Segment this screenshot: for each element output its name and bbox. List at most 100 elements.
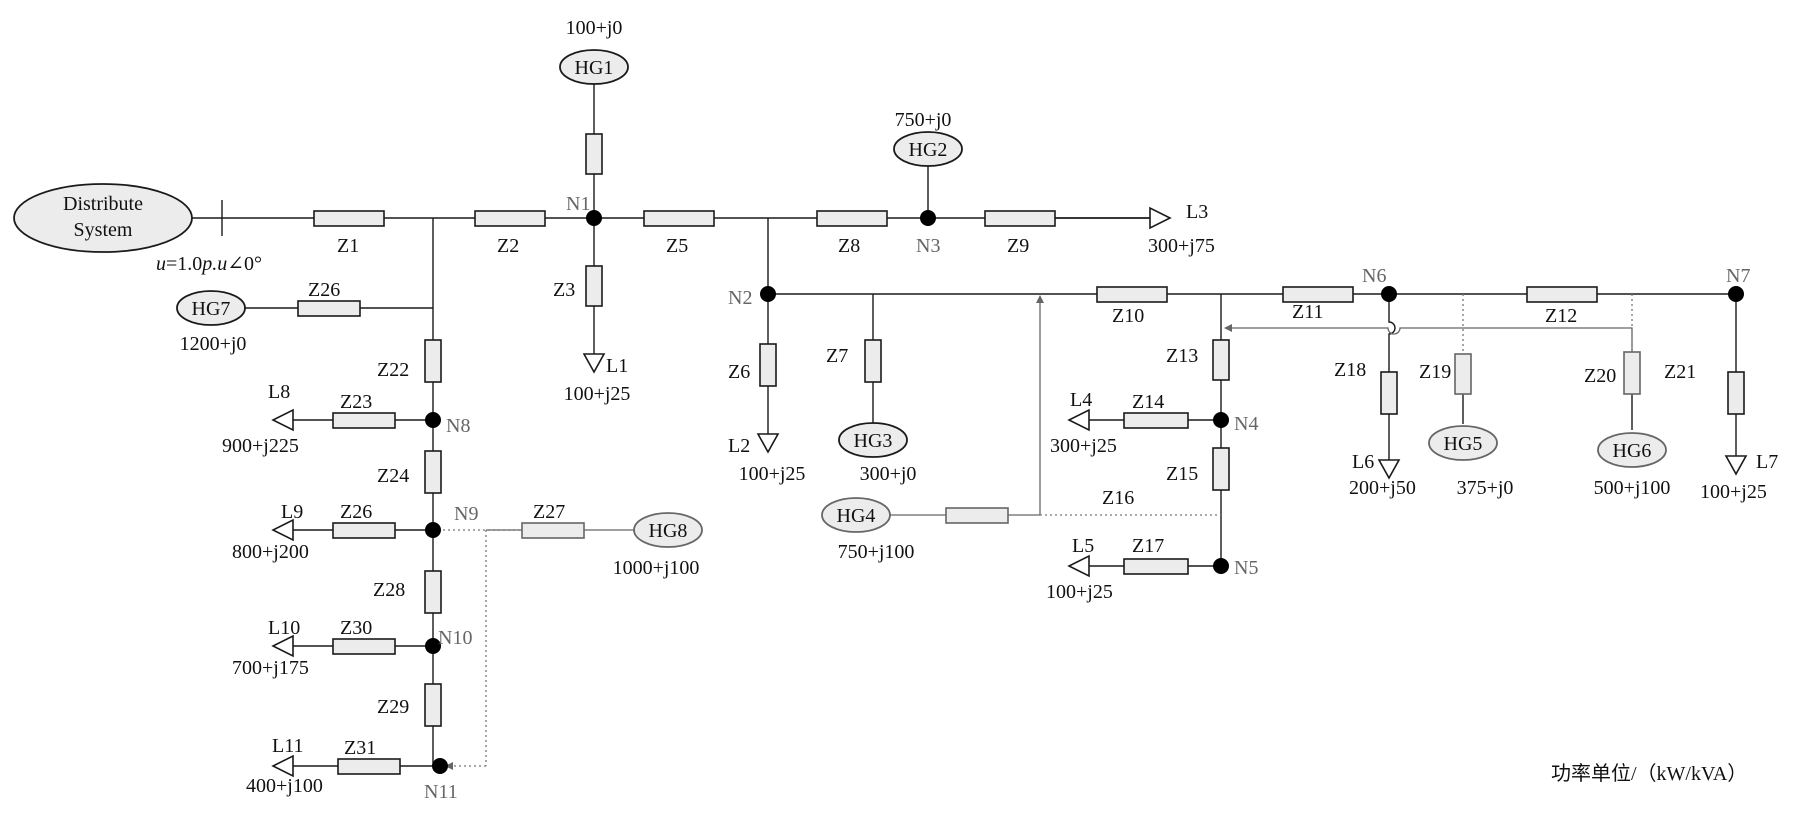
generator-label: HG4 <box>837 505 876 527</box>
impedance-boxes <box>297 133 1745 775</box>
impedance-z28 <box>424 570 442 614</box>
impedance-z15 <box>1212 447 1230 491</box>
impedance-label: Z30 <box>340 617 372 639</box>
impedance-z30 <box>332 638 396 655</box>
load-power: 300+j75 <box>1148 235 1215 257</box>
impedance-z3 <box>585 265 603 307</box>
load-power: 100+j25 <box>1046 581 1113 603</box>
node-n9 <box>425 522 441 538</box>
impedance-z8 <box>816 210 888 227</box>
impedance-label: Z22 <box>377 359 409 381</box>
impedance-label: Z6 <box>728 361 750 383</box>
wiring <box>192 84 1737 767</box>
impedance-z9 <box>984 210 1056 227</box>
generator-hg5 <box>1428 425 1498 461</box>
node-n4 <box>1213 412 1229 428</box>
generator-label: HG7 <box>192 298 231 320</box>
load-label: L1 <box>606 355 628 377</box>
node-label: N7 <box>1726 265 1750 287</box>
node-n3 <box>920 210 936 226</box>
impedance-label: Z16 <box>1102 487 1134 509</box>
node-n11 <box>432 758 448 774</box>
load-l10-icon <box>271 634 294 658</box>
impedance-label: Z9 <box>1007 235 1029 257</box>
source-voltage: u=1.0p.u∠0° <box>156 253 262 275</box>
generator-label: HG2 <box>909 139 948 161</box>
impedance-hg1 <box>585 133 603 175</box>
impedance-z10 <box>1096 286 1168 303</box>
impedance-label: Z24 <box>377 465 409 487</box>
load-l11-icon <box>271 754 294 778</box>
load-power: 100+j25 <box>1700 481 1767 503</box>
generator-label: HG5 <box>1444 433 1483 455</box>
nodes: N1 N2 N3 N4 N5 N6 N7 N8 N9 N10 N11 <box>424 193 1750 803</box>
generator-label: HG8 <box>649 520 688 542</box>
impedance-label: Z3 <box>553 279 575 301</box>
load-label: L7 <box>1756 451 1778 473</box>
node-label: N9 <box>454 503 478 525</box>
impedance-label: Z21 <box>1664 361 1696 383</box>
source-label-line2: System <box>74 219 133 241</box>
impedance-z18 <box>1380 371 1398 415</box>
generator-label: HG1 <box>575 57 614 79</box>
impedance-z5 <box>643 210 715 227</box>
generator-hg6 <box>1597 432 1667 468</box>
node-label: N2 <box>728 287 752 309</box>
impedance-z12 <box>1526 286 1598 303</box>
load-l8-icon <box>271 408 294 432</box>
impedance-z7 <box>864 339 882 383</box>
impedance-z14 <box>1123 412 1189 429</box>
impedance-label: Z23 <box>340 391 372 413</box>
impedance-z26 <box>332 522 396 539</box>
generator-hg1 <box>559 49 629 85</box>
node-n2 <box>760 286 776 302</box>
impedance-z13 <box>1212 339 1230 381</box>
impedance-label: Z28 <box>373 579 405 601</box>
impedance-labels: Z1 Z2 Z3 Z5 Z6 Z7 Z8 Z9 Z10 Z11 Z12 Z13 … <box>308 235 1696 759</box>
impedance-label: Z12 <box>1545 305 1577 327</box>
generator-label: HG3 <box>854 430 893 452</box>
load-power: 700+j175 <box>232 657 309 679</box>
impedance-label: Z7 <box>826 345 848 367</box>
generator-power: 1000+j100 <box>613 557 700 579</box>
load-label: L10 <box>268 617 300 639</box>
generator-hg7 <box>176 290 246 326</box>
impedance-label: Z10 <box>1112 305 1144 327</box>
load-power: 800+j200 <box>232 541 309 563</box>
generator-power: 300+j0 <box>860 463 917 485</box>
impedance-label: Z19 <box>1419 361 1451 383</box>
node-n7 <box>1728 286 1744 302</box>
impedance-label: Z29 <box>377 696 409 718</box>
node-n10 <box>425 638 441 654</box>
generator-hg3 <box>838 422 908 458</box>
load-l2-icon <box>756 433 780 454</box>
impedance-label: Z14 <box>1132 391 1164 413</box>
generator-power: 100+j0 <box>566 17 623 39</box>
impedance-z11 <box>1282 286 1354 303</box>
load-l4-icon <box>1067 408 1090 432</box>
load-l6-icon <box>1377 459 1401 480</box>
load-l9-icon <box>271 518 294 542</box>
generators: HG1 100+j0 HG2 750+j0 HG3 300+j0 HG4 750… <box>176 17 1671 579</box>
impedance-label: Z1 <box>337 235 359 257</box>
load-label: L11 <box>272 735 303 757</box>
generator-power: 750+j100 <box>838 541 915 563</box>
generator-hg8 <box>633 512 703 548</box>
impedance-z7-drop <box>1727 371 1745 415</box>
load-l5-icon <box>1067 554 1090 578</box>
load-power: 100+j25 <box>739 463 806 485</box>
load-label: L9 <box>281 501 303 523</box>
generator-power: 500+j100 <box>1594 477 1671 499</box>
impedance-label: Z31 <box>344 737 376 759</box>
node-n1 <box>586 210 602 226</box>
impedance-z23 <box>332 412 396 429</box>
impedance-z31 <box>337 758 401 775</box>
load-label: L2 <box>728 435 750 457</box>
generator-label: HG6 <box>1613 440 1652 462</box>
aux-lines <box>433 294 1633 770</box>
impedance-z24 <box>424 450 442 494</box>
impedance-z6 <box>759 343 777 387</box>
load-label: L3 <box>1186 201 1208 223</box>
node-n8 <box>425 412 441 428</box>
node-label: N10 <box>438 627 472 649</box>
